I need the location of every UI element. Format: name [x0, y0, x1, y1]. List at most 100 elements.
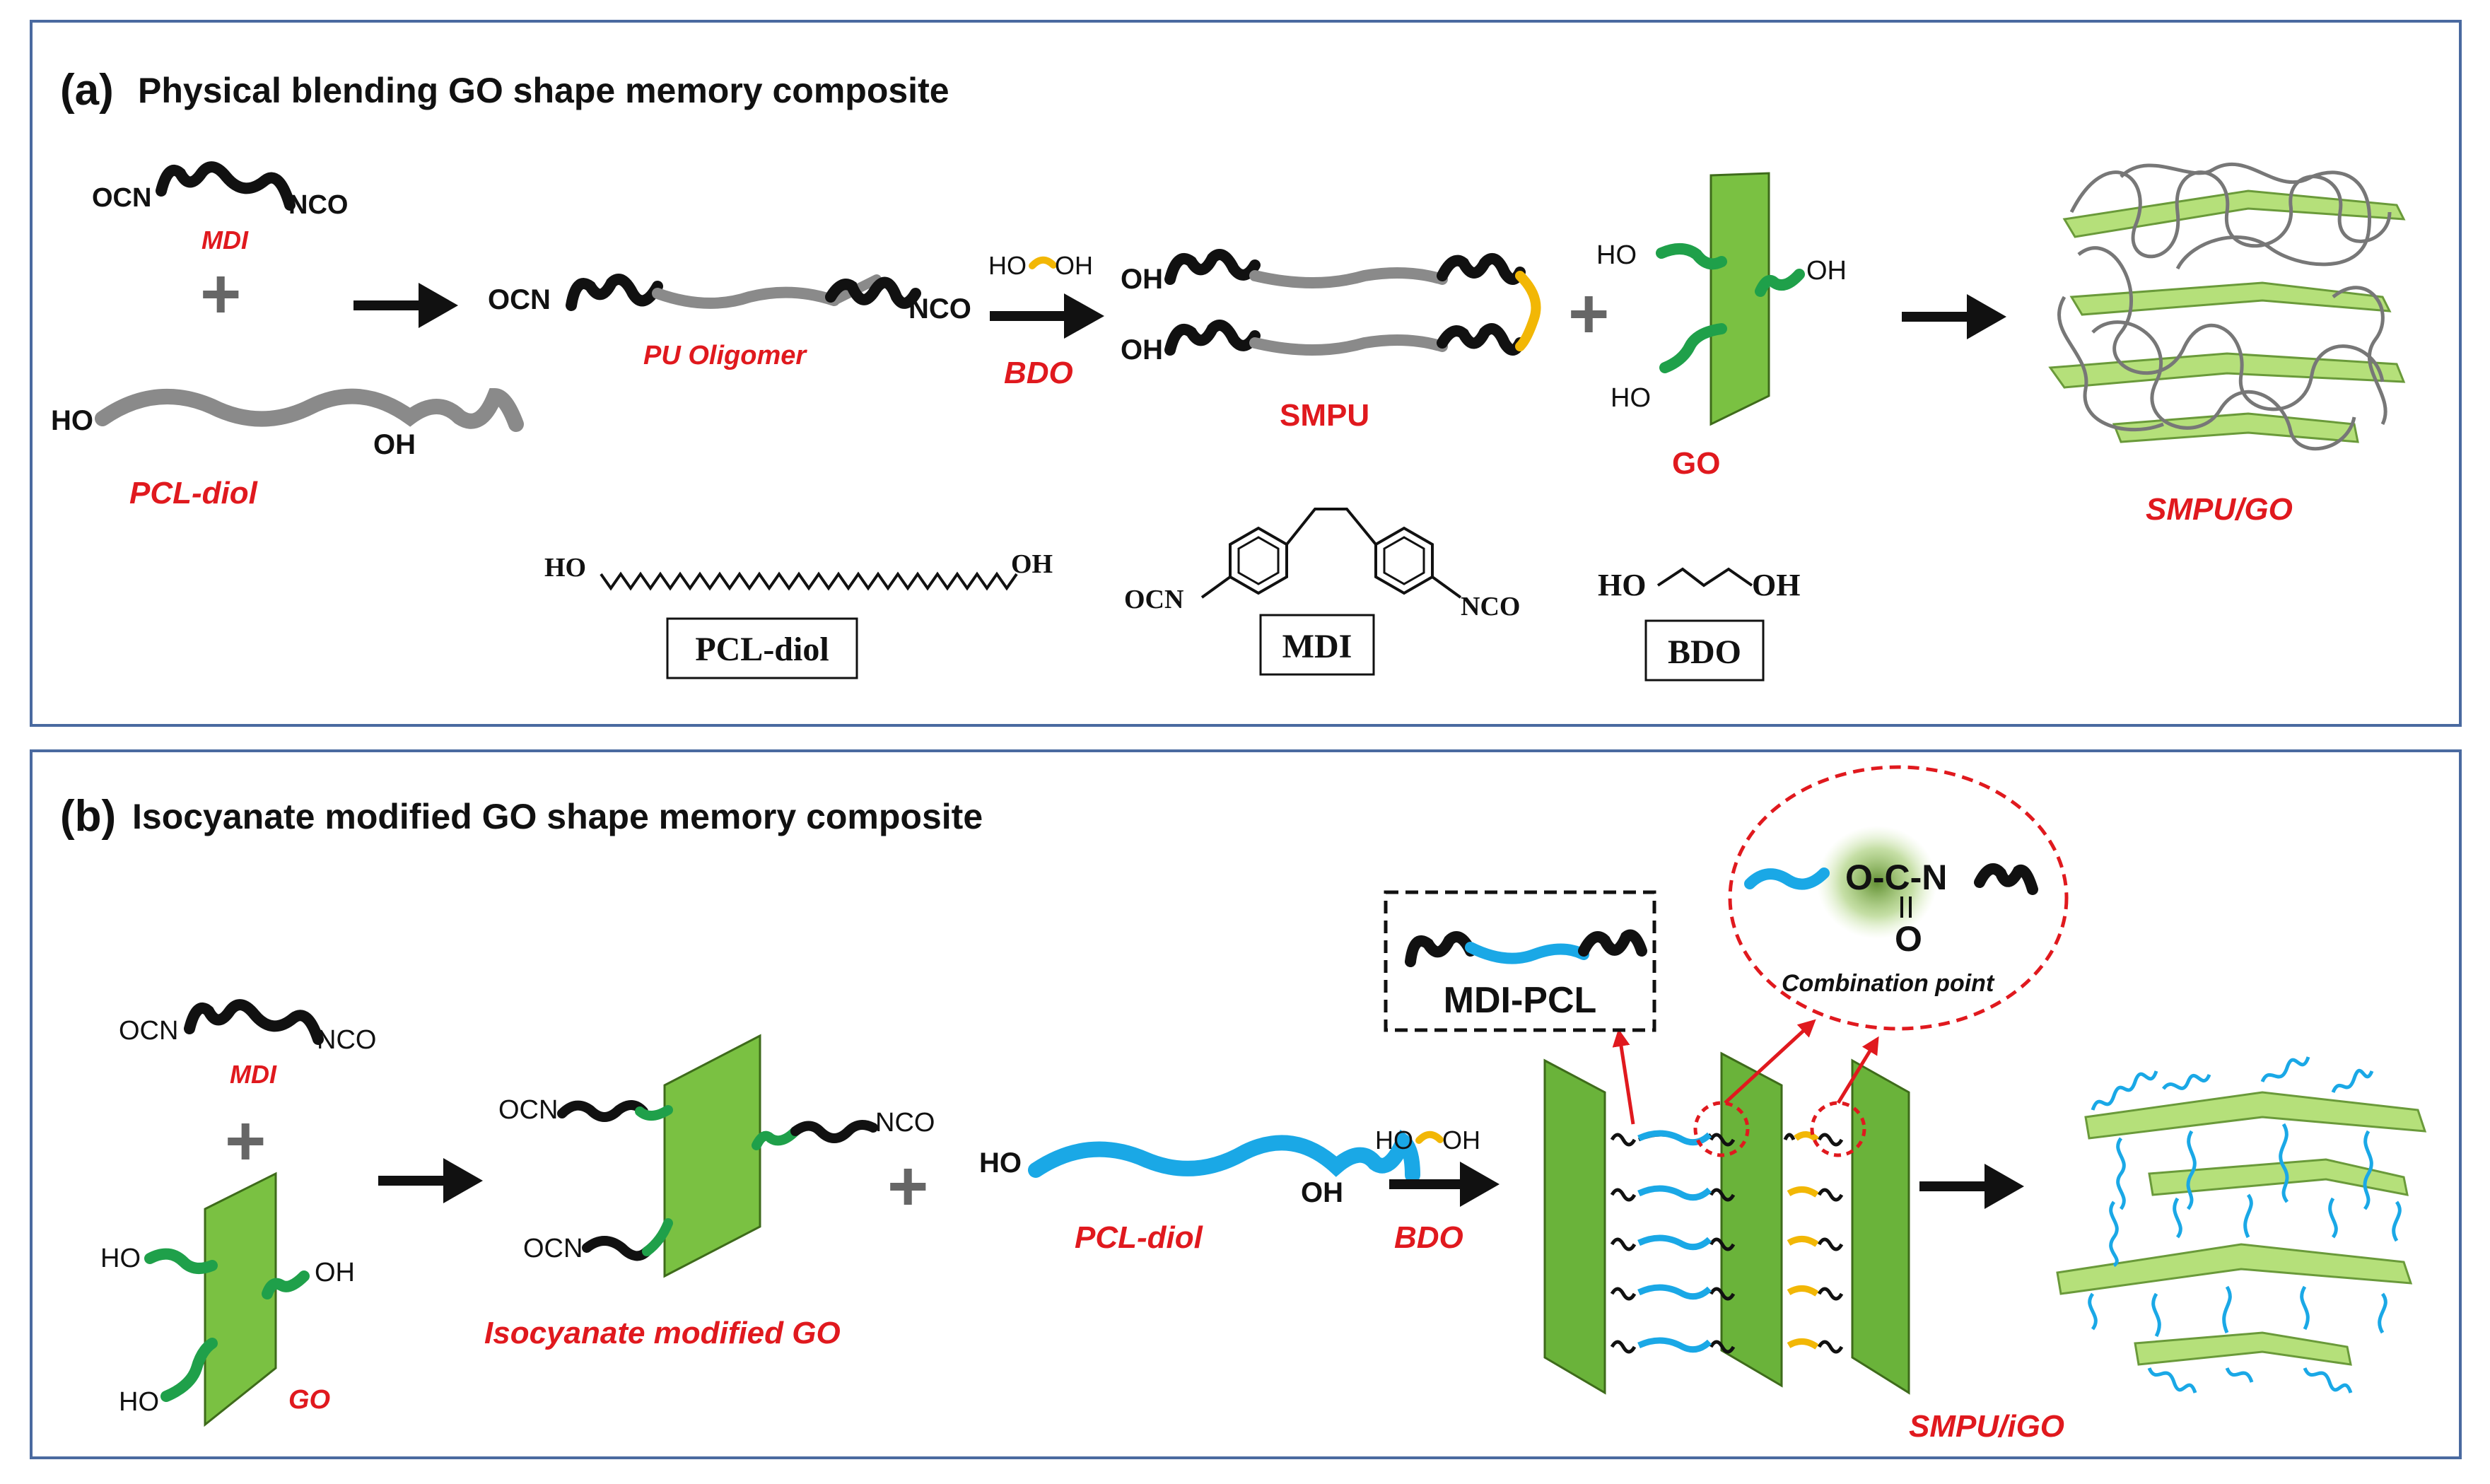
a-struct-bdo-oh: OH — [1752, 568, 1800, 602]
a-olig-soft — [652, 286, 840, 309]
a-smpu-oh-2: OH — [1121, 334, 1163, 366]
a-olig-name: PU Oligomer — [643, 341, 807, 370]
b-mdipcl-hard-left — [1405, 931, 1476, 967]
b-mdi-name: MDI — [230, 1060, 277, 1089]
b-comp-chains-3 — [2109, 1193, 2402, 1268]
panel-b-title: Isocyanate modified GO shape memory comp… — [132, 797, 983, 836]
a-mdi-name: MDI — [201, 226, 249, 255]
b-igo-name: Isocyanate modified GO — [484, 1316, 841, 1350]
a-go-sheet: HO OH HO GO — [1596, 172, 1847, 481]
panel-a-title: Physical blending GO shape memory compos… — [138, 71, 949, 110]
b-combination-callout: O-C-N O Combination point — [1728, 765, 2069, 1031]
a-pcl-ho: HO — [51, 405, 93, 436]
a-struct-bdo-label: BDO — [1668, 633, 1741, 671]
a-go-oh-chain-2 — [1755, 269, 1805, 297]
b-plus-2: + — [887, 1147, 928, 1226]
b-callout-arrow-mdipcl — [1612, 1029, 1635, 1125]
b-go-ho-2: HO — [119, 1387, 159, 1417]
b-mdipcl-label: MDI-PCL — [1444, 980, 1597, 1021]
b-mdi-chain — [184, 999, 324, 1045]
b-link-r-4 — [1817, 1287, 1844, 1301]
b-bdo-oh: OH — [1442, 1126, 1480, 1155]
a-comp-sheet-3 — [2048, 352, 2406, 389]
b-combo-formula: O-C-N — [1845, 858, 1947, 897]
b-link-r-2-bdo — [1787, 1186, 1819, 1198]
b-sheet-1 — [1543, 1058, 1606, 1395]
a-struct-mdi-label: MDI — [1282, 628, 1352, 665]
b-mdipcl-soft — [1465, 942, 1589, 964]
b-comp-chains-2 — [2116, 1123, 2373, 1210]
panel-b-frame — [30, 749, 2462, 1459]
a-olig-hard-left — [566, 274, 663, 311]
b-composite-name: SMPU/iGO — [1909, 1409, 2064, 1444]
a-go-ho-2: HO — [1611, 383, 1651, 413]
a-plus-1: + — [200, 255, 241, 334]
panel-a: (a) Physical blending GO shape memory co… — [30, 20, 2462, 727]
a-comp-chains-5 — [2057, 286, 2387, 432]
a-comp-chains-1 — [2069, 170, 2392, 259]
b-combo-soft-chain — [1744, 867, 1830, 890]
b-igo-chain-2-black — [790, 1120, 878, 1143]
b-link-l-5 — [1610, 1340, 1736, 1354]
b-link-l-2-soft — [1637, 1185, 1712, 1201]
b-sheet-3 — [1851, 1058, 1910, 1395]
b-go-sheet: HO OH HO GO — [100, 1172, 355, 1427]
b-link-l-4 — [1610, 1287, 1736, 1301]
b-link-l-3 — [1610, 1237, 1736, 1251]
b-callout-arrow-combo-1 — [1724, 1019, 1816, 1104]
a-mdi-chain — [156, 161, 296, 211]
b-comp-chains-4 — [2088, 1285, 2387, 1338]
b-link-r-3 — [1817, 1237, 1844, 1251]
b-igo-chain-2-green — [752, 1126, 800, 1150]
b-link-r-4-bdo — [1787, 1285, 1819, 1297]
b-go-name: GO — [288, 1385, 330, 1415]
b-bdo-link — [1415, 1130, 1444, 1144]
a-struct-mdi-bond-right — [1431, 576, 1462, 599]
b-comp-sheet-4 — [2134, 1331, 2352, 1366]
a-smpu-bdo-link — [1515, 271, 1541, 351]
b-mdi-molecule: OCN NCO MDI — [119, 999, 376, 1089]
a-pcl-chain — [95, 387, 524, 432]
b-igo-ocn-1: OCN — [498, 1095, 558, 1125]
b-igo-chain-1-green — [635, 1105, 673, 1121]
b-mdipcl-hard-right — [1578, 929, 1647, 957]
a-smpu: OH OH SMPU — [1121, 249, 1541, 433]
b-links-left — [1610, 1130, 1736, 1354]
panel-b: (b) Isocyanate modified GO shape memory … — [30, 749, 2462, 1459]
b-comp-chains-5 — [2147, 1367, 2353, 1394]
a-olig-hard-right — [825, 276, 921, 309]
b-combo-oxygen: O — [1895, 919, 1922, 959]
b-pcl-chain — [1028, 1129, 1420, 1183]
a-struct-mdi-nco: NCO — [1461, 592, 1520, 621]
b-pcl-ho: HO — [979, 1147, 1022, 1179]
a-bdo-oh: OH — [1055, 251, 1093, 280]
a-comp-sheet-4 — [2112, 412, 2359, 443]
panel-a-frame — [30, 20, 2462, 727]
b-link-l-4-soft — [1637, 1284, 1712, 1300]
b-sheet-2 — [1720, 1051, 1783, 1388]
a-go-oh-chain-3 — [1659, 323, 1727, 373]
b-bdo-name: BDO — [1394, 1220, 1463, 1255]
a-plus-2: + — [1568, 274, 1609, 354]
a-reaction-arrowhead-2 — [1064, 293, 1104, 339]
b-highlight-circle-1 — [1693, 1101, 1750, 1157]
a-struct-pcl-zigzag — [600, 571, 1018, 591]
b-go-ho-1: HO — [100, 1244, 141, 1273]
a-comp-chains-3 — [2091, 320, 2356, 451]
a-go-plane — [1709, 172, 1770, 426]
b-link-r-5-bdo — [1787, 1338, 1819, 1350]
a-comp-chains-4 — [2120, 162, 2371, 270]
a-struct-mdi-bridge — [1285, 508, 1377, 546]
b-reaction-arrowhead-3 — [1985, 1164, 2024, 1209]
a-reaction-arrowhead-3 — [1967, 294, 2006, 339]
b-combo-label: Combination point — [1782, 970, 1995, 997]
a-struct-mdi-ocn: OCN — [1124, 585, 1183, 614]
a-comp-chains-2 — [2077, 246, 2385, 411]
a-struct-pcl-box — [666, 617, 858, 679]
a-smpu-oh-1: OH — [1121, 264, 1163, 295]
b-go-oh-chain-3 — [160, 1338, 218, 1402]
b-bdo-reagent: HO OH — [1375, 1126, 1480, 1155]
b-link-r-1 — [1783, 1133, 1844, 1147]
b-comp-sheet-2 — [2148, 1158, 2409, 1196]
b-mdi-nco: NCO — [317, 1025, 376, 1055]
